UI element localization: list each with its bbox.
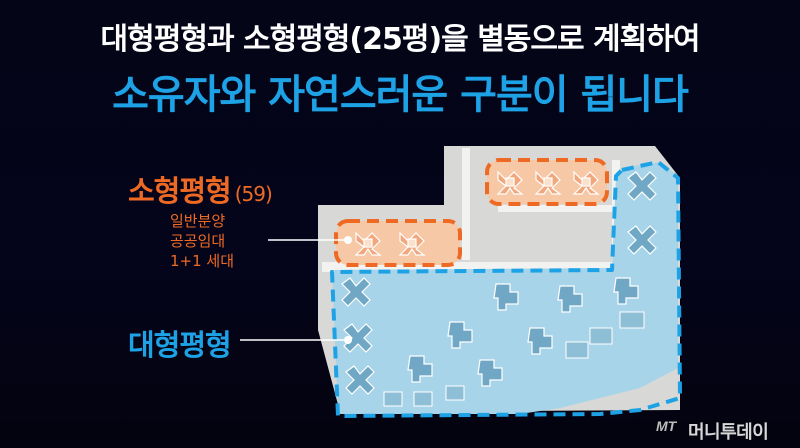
low-rise-block [619,311,645,329]
small-building [354,231,382,256]
small-building [398,231,426,256]
small-building [496,170,524,195]
low-rise-block [413,391,433,407]
large-unit-boundary [330,160,682,418]
small-units-label: 소형평형(59) [128,168,273,210]
small-unit-boundary-top [485,158,609,206]
large-tower [345,365,375,395]
small-unit-boundary-left [334,219,462,267]
large-tower [627,171,657,201]
small-units-details: 일반분양 공공임대 1+1 세대 [170,211,266,271]
low-rise-block [565,341,589,359]
low-rise-block [445,385,465,401]
low-rise-block [383,391,403,407]
small-building [534,170,562,195]
watermark-logo: MT [656,418,677,434]
large-tower [407,355,433,383]
small-units-line-3: 1+1 세대 [170,252,235,270]
large-tower [627,225,657,255]
small-units-title: 소형평형 [128,174,232,208]
small-building [572,170,600,195]
small-unit-zone-left [336,221,460,265]
road [498,205,612,212]
large-tower [613,277,639,305]
large-units-label: 대형평형 [128,328,232,362]
small-units-line-1: 일반분양 [170,212,226,230]
headline-line-1: 대형평형과 소형평형(25평)을 별동으로 계획하여 [100,22,701,57]
watermark-text: 머니투데이 [688,422,769,442]
large-unit-pointer-dot [344,336,352,344]
headline-line-2: 소유자와 자연스러운 구분이 됩니다 [112,72,689,118]
large-tower [557,285,583,313]
road [462,148,470,260]
large-tower [527,327,553,355]
small-units-line-2: 공공임대 [170,232,226,250]
large-tower [343,323,373,353]
large-tower [447,321,473,349]
small-units-count: (59) [234,182,273,206]
large-tower [477,359,503,387]
large-tower [493,283,519,311]
large-tower [341,277,371,307]
low-rise-block [589,327,613,345]
small-unit-pointer-dot [344,236,352,244]
